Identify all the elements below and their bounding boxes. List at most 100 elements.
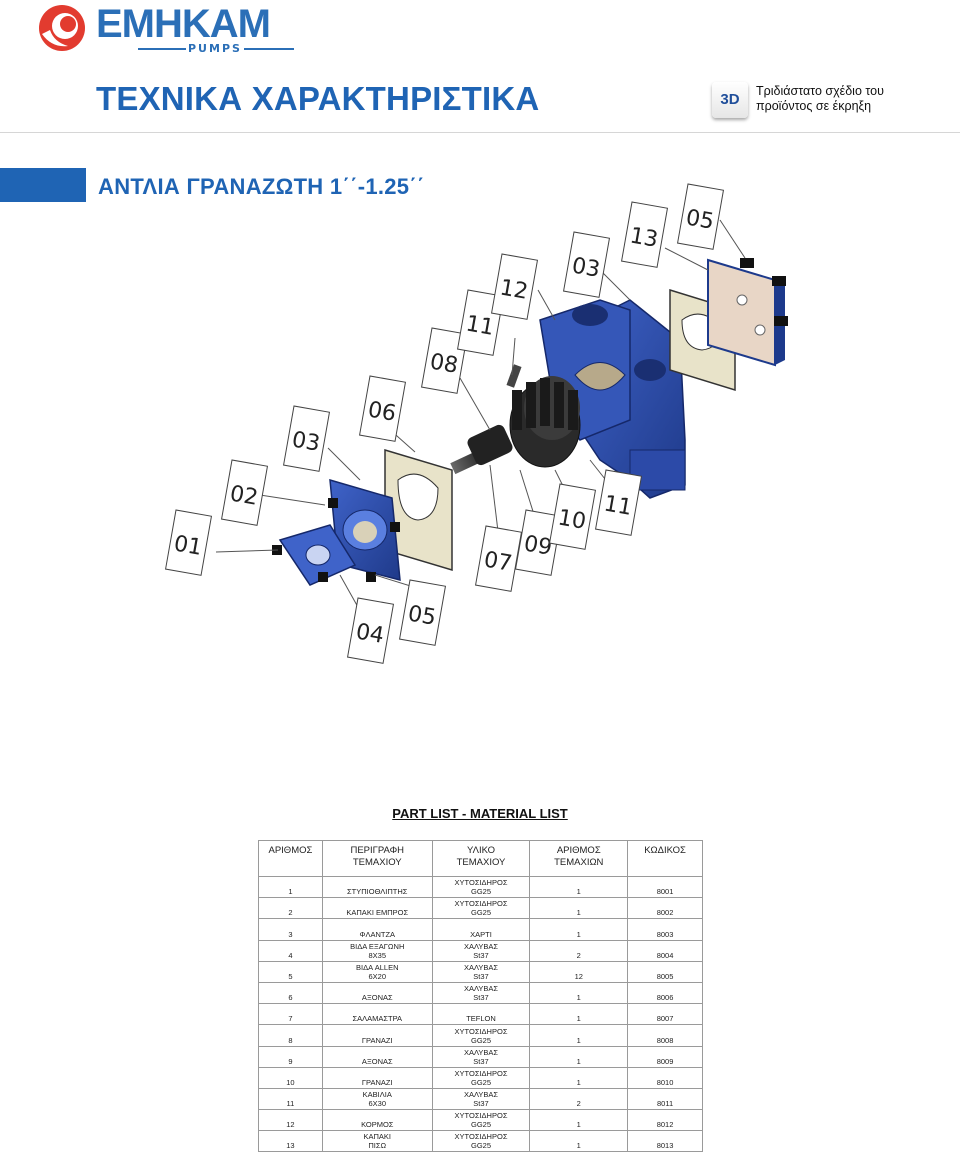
front-gasket [384, 448, 453, 572]
cell-description: ΦΛΑΝΤΖΑ [322, 918, 433, 941]
callout-01: 01 [172, 531, 204, 560]
cell-quantity: 2 [529, 1088, 629, 1111]
header-divider [0, 132, 960, 133]
cell-quantity: 1 [529, 897, 629, 920]
cell-code: 8012 [627, 1109, 703, 1132]
cell-material: ΧΥΤΟΣΙΔΗΡΟΣ GG25 [432, 1067, 531, 1089]
cell-description: ΑΞΟΝΑΣ [322, 982, 433, 1005]
cell-code: 8005 [627, 961, 703, 983]
cell-number: 2 [258, 897, 323, 920]
cell-description: ΓΡΑΝΑΖΙ [322, 1067, 433, 1089]
cell-code: 8003 [627, 918, 703, 941]
cell-material: ΧΥΤΟΣΙΔΗΡΟΣ GG25 [432, 1130, 531, 1152]
cell-description: ΒΙΔΑ ALLEN 6Χ20 [322, 961, 433, 983]
section-title: ΑΝΤΛΙΑ ΓΡΑΝΑΖΩΤΗ 1΄΄-1.25΄΄ [98, 174, 425, 199]
cell-quantity: 12 [529, 961, 629, 983]
cell-number: 1 [258, 875, 323, 899]
callout-labels: 01 02 03 04 05 06 07 08 09 10 11 11 12 0… [165, 183, 725, 664]
cell-code: 8011 [627, 1088, 703, 1111]
cell-number: 6 [258, 982, 323, 1005]
exploded-view-diagram: 01 02 03 04 05 06 07 08 09 10 11 11 12 0… [165, 183, 788, 664]
brand-logo: EMHKAM PUMPS [38, 2, 294, 55]
cell-material: ΧΑΛΥΒΑΣ St37 [432, 1088, 531, 1111]
cell-code: 8002 [627, 897, 703, 920]
cell-material: ΧΑΛΥΒΑΣ St37 [432, 961, 531, 983]
rear-cover [707, 258, 788, 367]
cell-quantity: 2 [529, 940, 629, 962]
logo-rule-right [244, 48, 294, 50]
cell-number: 3 [258, 918, 323, 941]
header-material: ΥΛΙΚΟ ΤΕΜΑΧΙΟΥ [432, 840, 531, 877]
callout-10: 10 [556, 505, 588, 534]
cell-quantity: 1 [529, 1130, 629, 1152]
table-header-row: ΑΡΙΘΜΟΣ ΠΕΡΙΓΡΑΦΗ ΤΕΜΑΧΙΟΥ ΥΛΙΚΟ ΤΕΜΑΧΙΟ… [258, 840, 703, 877]
cell-number: 13 [258, 1130, 323, 1152]
cell-number: 8 [258, 1024, 323, 1047]
brand-name: EMHKAM [96, 2, 271, 46]
callout-05-front: 05 [406, 601, 438, 630]
cell-code: 8013 [627, 1130, 703, 1152]
callout-06: 06 [366, 397, 398, 426]
cell-number: 9 [258, 1046, 323, 1068]
cell-description: ΚΟΡΜΟΣ [322, 1109, 433, 1132]
cell-description: ΓΡΑΝΑΖΙ [322, 1024, 433, 1047]
header-quantity: ΑΡΙΘΜΟΣ ΤΕΜΑΧΙΩΝ [529, 840, 629, 877]
cell-quantity: 1 [529, 982, 629, 1005]
cell-material: ΧΑΛΥΒΑΣ St37 [432, 1046, 531, 1068]
callout-03-rear: 03 [570, 253, 602, 282]
3d-description-line2: προϊόντος σε έκρηξη [756, 99, 872, 113]
cell-quantity: 1 [529, 1067, 629, 1089]
cell-number: 4 [258, 940, 323, 962]
cell-code: 8008 [627, 1024, 703, 1047]
cell-number: 11 [258, 1088, 323, 1111]
cell-quantity: 1 [529, 1024, 629, 1047]
header-number: ΑΡΙΘΜΟΣ [258, 840, 323, 877]
cell-description: ΑΞΟΝΑΣ [322, 1046, 433, 1068]
section-accent-bar [0, 168, 86, 202]
callout-04: 04 [354, 619, 386, 648]
cell-code: 8004 [627, 940, 703, 962]
cell-code: 8001 [627, 875, 703, 899]
3d-badge-label: 3D [720, 91, 740, 108]
cell-description: ΚΑΠΑΚΙ ΕΜΠΡΟΣ [322, 897, 433, 920]
cell-quantity: 1 [529, 1109, 629, 1132]
callout-03-front: 03 [290, 427, 322, 456]
cell-description: ΚΑΒΙΛΙΑ 6Χ30 [322, 1088, 433, 1111]
part-list-heading: PART LIST - MATERIAL LIST [392, 806, 568, 821]
cell-code: 8009 [627, 1046, 703, 1068]
cell-code: 8006 [627, 982, 703, 1005]
gear-assembly [450, 364, 581, 475]
logo-swirl-icon [39, 5, 85, 51]
callout-11-upper: 11 [464, 311, 496, 340]
leader-lines [215, 219, 746, 626]
callout-11-lower: 11 [602, 491, 634, 520]
header-code: ΚΩΔΙΚΟΣ [627, 840, 703, 877]
cell-quantity: 1 [529, 1046, 629, 1068]
cell-material: ΧΥΤΟΣΙΔΗΡΟΣ GG25 [432, 875, 531, 899]
callout-12: 12 [498, 275, 530, 304]
cell-code: 8007 [627, 1003, 703, 1026]
cell-number: 7 [258, 1003, 323, 1026]
cell-material: ΧΑΛΥΒΑΣ St37 [432, 982, 531, 1005]
cell-description: ΣΤΥΠΙΟΘΛΙΠΤΗΣ [322, 875, 433, 899]
cell-material: TEFLON [432, 1003, 531, 1026]
cell-material: ΧΥΤΟΣΙΔΗΡΟΣ GG25 [432, 897, 531, 920]
brand-sub: PUMPS [188, 42, 242, 55]
header-description: ΠΕΡΙΓΡΑΦΗ ΤΕΜΑΧΙΟΥ [322, 840, 433, 877]
cell-material: ΧΑΡΤΙ [432, 918, 531, 941]
cell-number: 12 [258, 1109, 323, 1132]
cell-material: ΧΥΤΟΣΙΔΗΡΟΣ GG25 [432, 1109, 531, 1132]
3d-description-line1: Τριδιάστατο σχέδιο του [756, 84, 884, 98]
callout-08: 08 [428, 349, 460, 378]
